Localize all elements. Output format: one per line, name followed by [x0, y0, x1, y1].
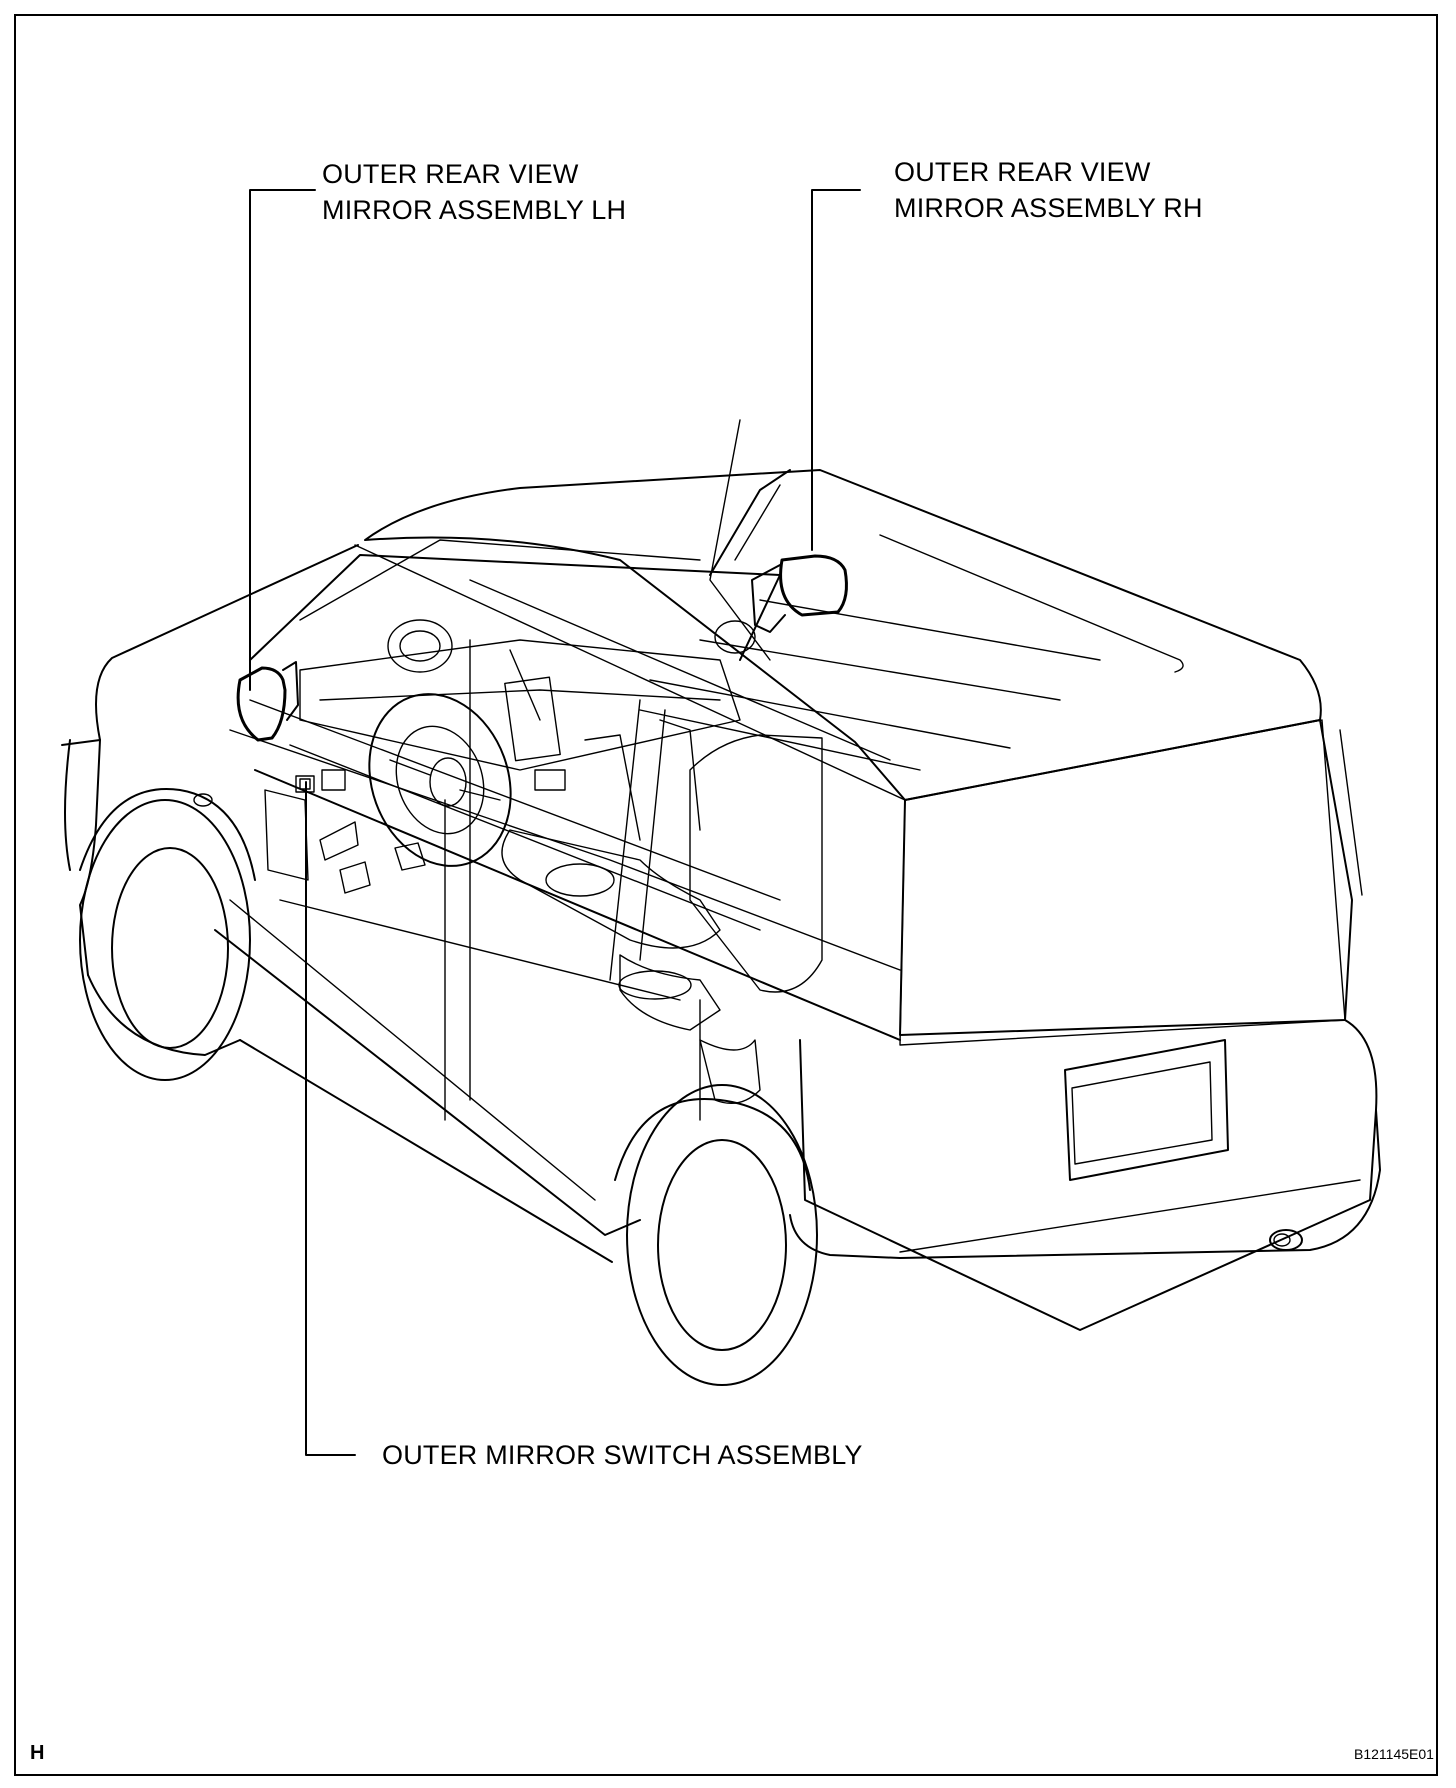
- corner-mark-left: H: [30, 1742, 45, 1764]
- callout-mirror-rh-line1: OUTER REAR VIEW: [894, 157, 1151, 187]
- figure-code: B121145E01: [1354, 1746, 1434, 1762]
- leader-line-lh: [249, 189, 316, 691]
- callout-mirror-lh-line1: OUTER REAR VIEW: [322, 159, 579, 189]
- leader-line-switch: [305, 781, 356, 1456]
- callout-mirror-lh-line2: MIRROR ASSEMBLY LH: [322, 195, 627, 225]
- leader-line-rh: [811, 189, 861, 551]
- leader-lines: [249, 189, 861, 1456]
- diagram-frame: [14, 14, 1438, 1776]
- mirror-lh-drawing: [236, 661, 299, 742]
- callout-mirror-rh: OUTER REAR VIEW MIRROR ASSEMBLY RH: [894, 154, 1203, 226]
- vehicle-body: [61, 419, 1381, 1386]
- interior-dashboard: [264, 619, 761, 1104]
- mirror-rh-drawing: [751, 554, 848, 633]
- callout-mirror-rh-line2: MIRROR ASSEMBLY RH: [894, 193, 1203, 223]
- callout-mirror-switch: OUTER MIRROR SWITCH ASSEMBLY: [382, 1440, 863, 1470]
- callout-mirror-lh: OUTER REAR VIEW MIRROR ASSEMBLY LH: [322, 156, 626, 228]
